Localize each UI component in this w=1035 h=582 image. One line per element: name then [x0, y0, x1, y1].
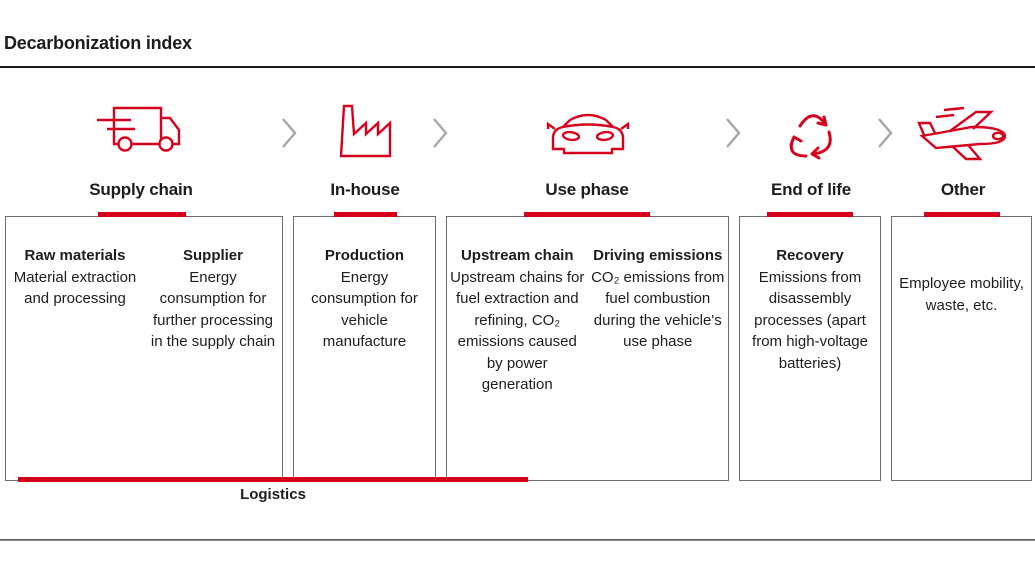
stage-label-use-phase: Use phase	[545, 180, 629, 199]
truck-icon	[97, 102, 185, 160]
chevron-right-icon	[431, 116, 449, 155]
detail-box-use-phase: Upstream chain Upstream chains for fuel …	[446, 216, 729, 481]
box-column: Raw materials Material extraction and pr…	[6, 217, 144, 480]
item-description: Employee mobility, waste, etc.	[899, 275, 1024, 314]
detail-box-supply-chain: Raw materials Material extraction and pr…	[5, 216, 283, 481]
logistics-line	[18, 477, 528, 482]
title-rule	[0, 66, 1035, 68]
item-description: Upstream chains for fuel extraction and …	[450, 268, 585, 394]
chevron-right-icon	[724, 116, 742, 155]
stage-underline-other	[924, 212, 1000, 217]
item-description: Material extraction and processing	[13, 268, 137, 308]
stage-label-other: Other	[940, 180, 986, 199]
box-column: Driving emissions CO₂ emissions from fue…	[588, 217, 729, 480]
stage-label-in-house: In-house	[330, 180, 400, 199]
box-column: Upstream chain Upstream chains for fuel …	[447, 217, 588, 480]
page-title: Decarbonization index	[4, 33, 192, 53]
item-description: Emissions from disassembly processes (ap…	[752, 268, 868, 372]
stage-underline-end-of-life	[767, 212, 853, 217]
item-heading: Driving emissions	[593, 247, 723, 264]
stage-underline-supply-chain	[98, 212, 186, 217]
item-heading: Upstream chain	[460, 247, 574, 264]
logistics-label: Logistics	[240, 486, 306, 503]
box-column: Recovery Emissions from disassembly proc…	[740, 217, 880, 480]
detail-box-end-of-life: Recovery Emissions from disassembly proc…	[739, 216, 881, 481]
item-description: Energy consumption for vehicle manufactu…	[311, 268, 418, 351]
stage-label-supply-chain: Supply chain	[89, 180, 193, 199]
item-heading: Supplier	[182, 247, 243, 264]
chevron-right-icon	[280, 116, 298, 155]
item-description: CO₂ emissions from fuel combustion durin…	[591, 268, 725, 351]
box-column: Employee mobility, waste, etc.	[892, 217, 1031, 480]
detail-box-other: Employee mobility, waste, etc.	[891, 216, 1032, 481]
car-icon	[546, 105, 630, 159]
factory-icon	[333, 102, 399, 160]
box-column: Supplier Energy consumption for further …	[144, 217, 282, 480]
item-description: Energy consumption for further processin…	[150, 268, 276, 351]
detail-box-in-house: Production Energy consumption for vehicl…	[293, 216, 436, 481]
item-heading: Raw materials	[24, 247, 126, 264]
stage-label-end-of-life: End of life	[771, 180, 851, 199]
bottom-rule	[0, 539, 1035, 541]
plane-icon	[916, 103, 1010, 161]
stage-underline-use-phase	[524, 212, 650, 217]
item-heading: Production	[324, 247, 405, 264]
chevron-right-icon	[876, 116, 894, 155]
box-column: Production Energy consumption for vehicl…	[294, 217, 435, 480]
stage-underline-in-house	[334, 212, 397, 217]
recycle-icon	[783, 104, 843, 162]
item-heading: Recovery	[776, 247, 844, 264]
